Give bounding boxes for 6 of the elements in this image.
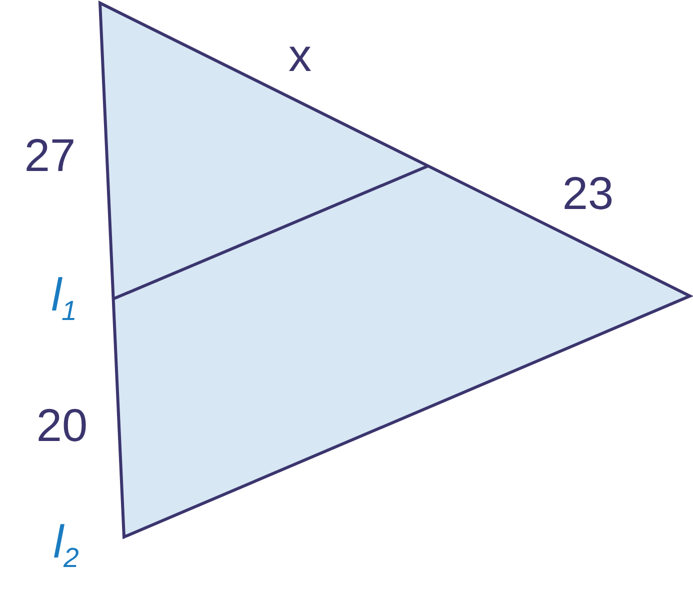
side-length: 20 (36, 402, 88, 448)
side-label: x (288, 32, 312, 78)
line-label: l$_{2}$ (53, 518, 79, 572)
line-label: l$_{1}$ (51, 271, 77, 325)
side-length: 23 (562, 170, 614, 216)
side-length: 27 (24, 132, 76, 178)
